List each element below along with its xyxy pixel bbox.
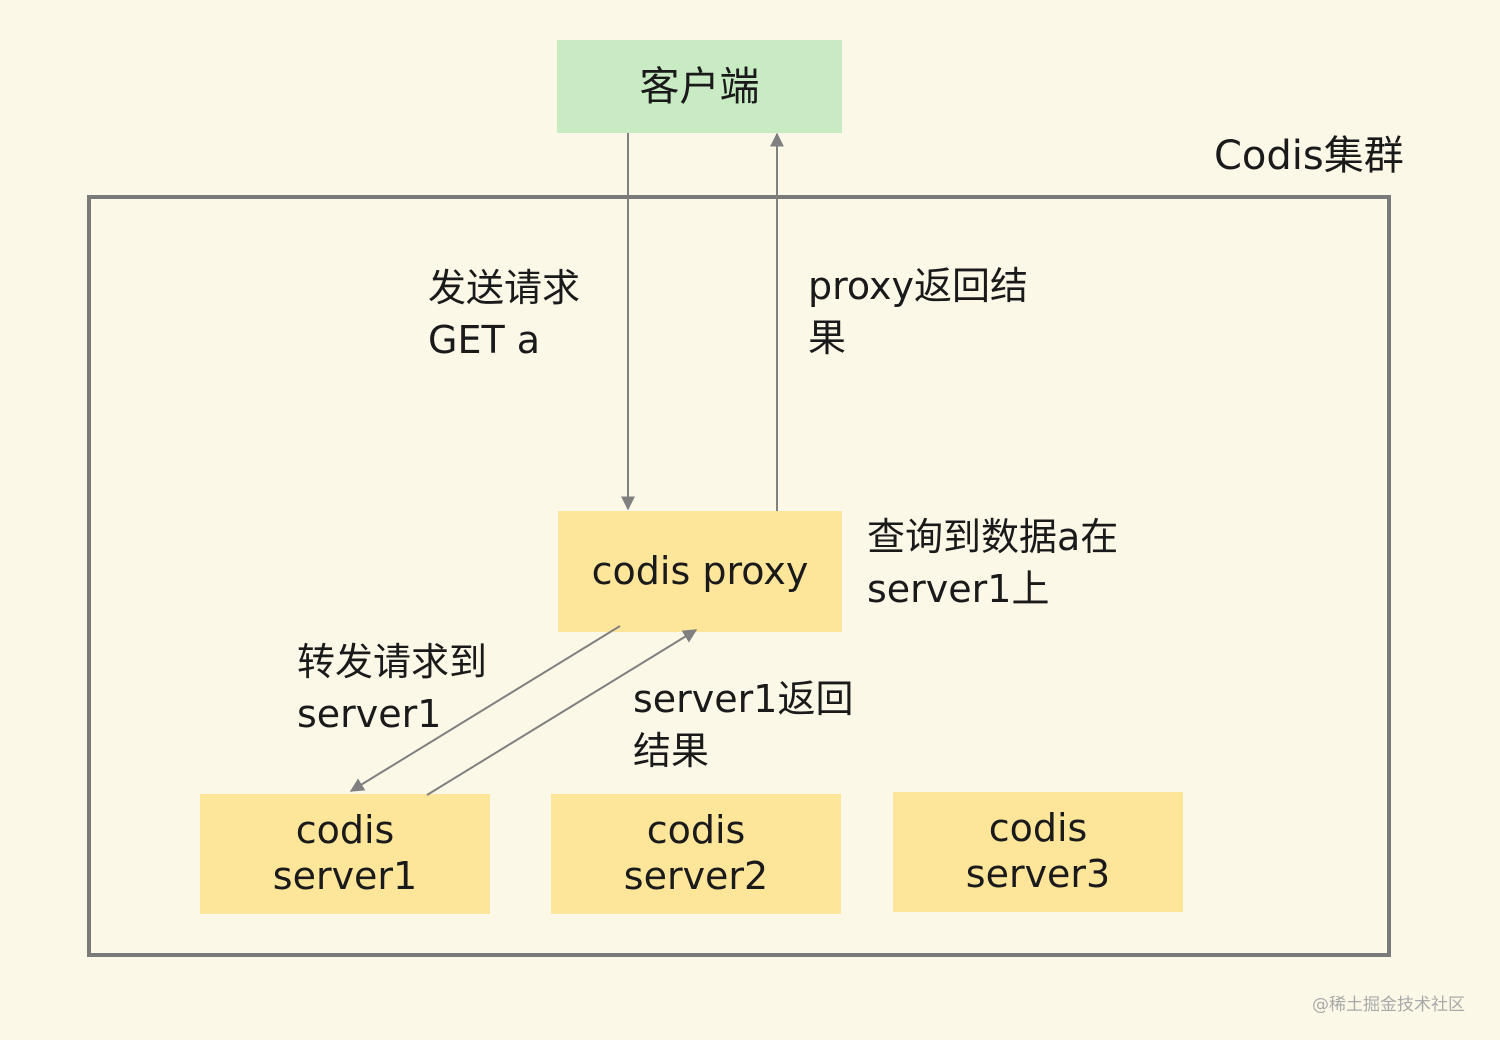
send-request-label: 发送请求 GET a [428,266,581,362]
server1-line2: server1 [272,854,418,898]
server1-line1: codis [295,808,395,853]
cluster-title: Codis集群 [1214,133,1404,179]
codis-server1-node: codis server1 [200,794,490,914]
codis-cluster-boundary [87,195,1391,957]
server-return-label: server1返回 结果 [633,677,854,773]
codis-proxy-node: codis proxy [558,511,842,632]
codis-server3-node: codis server3 [893,792,1183,912]
server3-line2: server3 [965,852,1111,896]
client-node: 客户端 [557,40,842,133]
server-return-arrow [426,629,698,796]
server3-line1: codis [988,806,1088,851]
proxy-return-label: proxy返回结 果 [808,264,1028,360]
codis-server2-node: codis server2 [551,794,841,914]
server2-line1: codis [646,808,746,853]
lookup-label: 查询到数据a在 server1上 [867,515,1119,611]
server2-line2: server2 [623,854,769,898]
watermark: @稀土掘金技术社区 [1312,995,1465,1015]
forward-request-label: 转发请求到 server1 [297,640,488,736]
forward-arrow [349,625,621,792]
